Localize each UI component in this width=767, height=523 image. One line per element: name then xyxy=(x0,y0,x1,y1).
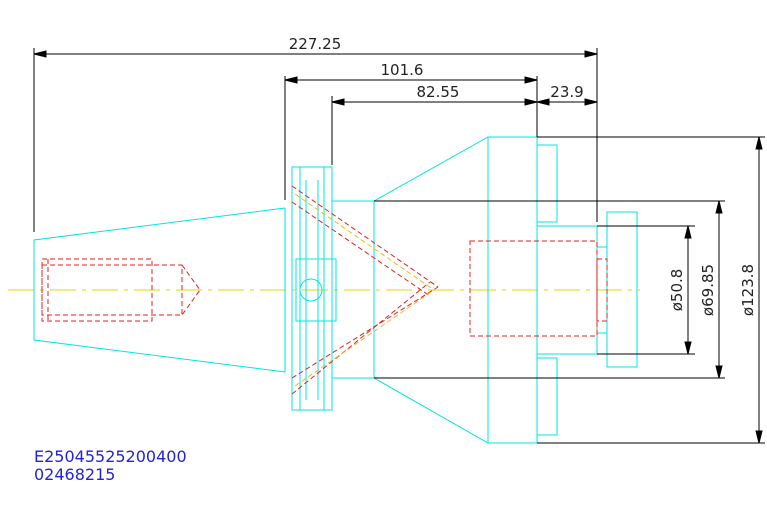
taper-shank xyxy=(33,207,286,373)
nose-step-top xyxy=(536,144,558,223)
dim-dia-mid: ø69.85 xyxy=(699,264,717,316)
part-number: 02468215 xyxy=(34,465,115,484)
drive-hole xyxy=(299,278,323,302)
drive-slot xyxy=(295,258,337,322)
dimension-lines xyxy=(33,48,765,444)
neck xyxy=(331,200,375,379)
front-pocket xyxy=(469,240,598,337)
flange xyxy=(291,166,333,411)
dim-flange-to-end: 101.6 xyxy=(381,61,424,79)
hidden-lines xyxy=(41,185,608,395)
dim-overall-length: 227.25 xyxy=(289,35,342,53)
part-code: E25045525200400 xyxy=(34,447,187,466)
dim-dia-large: ø123.8 xyxy=(739,264,757,316)
dim-dia-small: ø50.8 xyxy=(668,269,686,312)
dim-gauge-length: 82.55 xyxy=(417,83,460,101)
dim-step-length: 23.9 xyxy=(550,83,583,101)
nose-step-bottom xyxy=(536,357,558,436)
